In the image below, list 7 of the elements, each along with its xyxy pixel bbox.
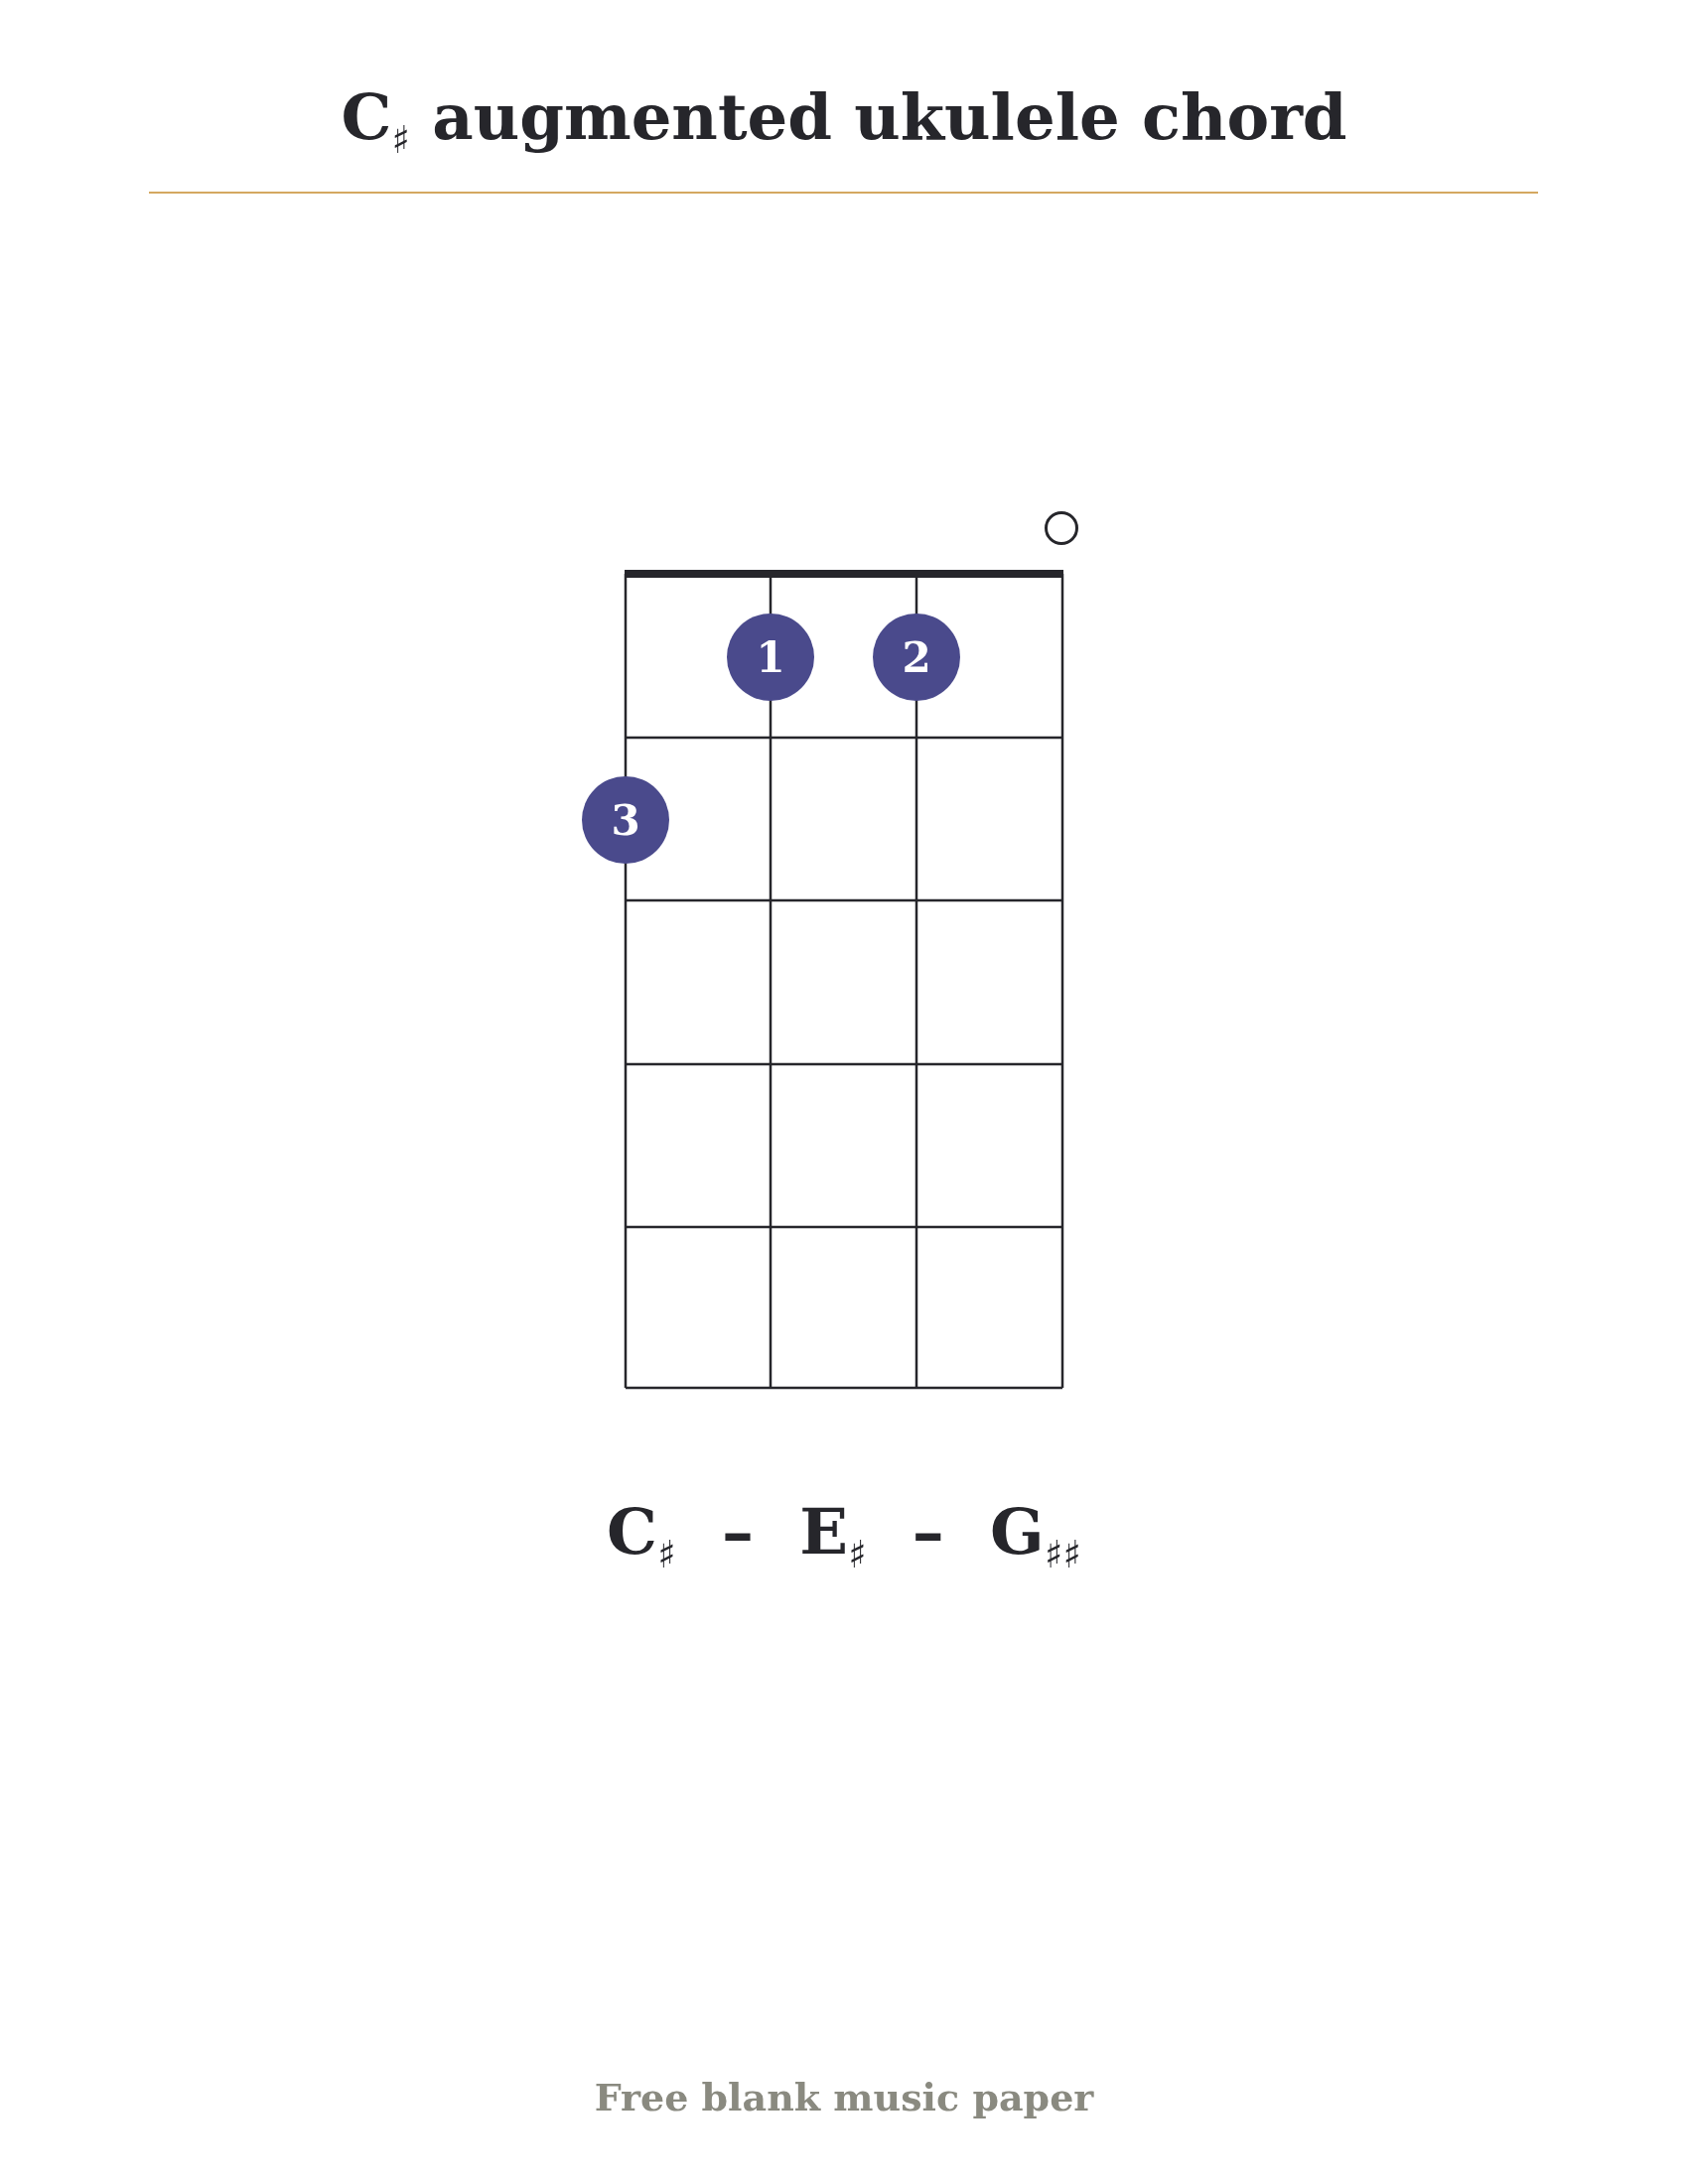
finger-dot: 3 [582,776,669,864]
open-string-circle [1045,511,1078,545]
finger-dot: 1 [727,614,814,701]
chord-notes: C$_{♯}$ – E$_{♯}$ – G$_{♯♯}$ [606,1494,1082,1576]
finger-dot: 2 [873,614,960,701]
chord-title: C$_{♯}$ augmented ukulele chord [340,79,1348,162]
footer-text: Free blank music paper [593,2075,1095,2119]
